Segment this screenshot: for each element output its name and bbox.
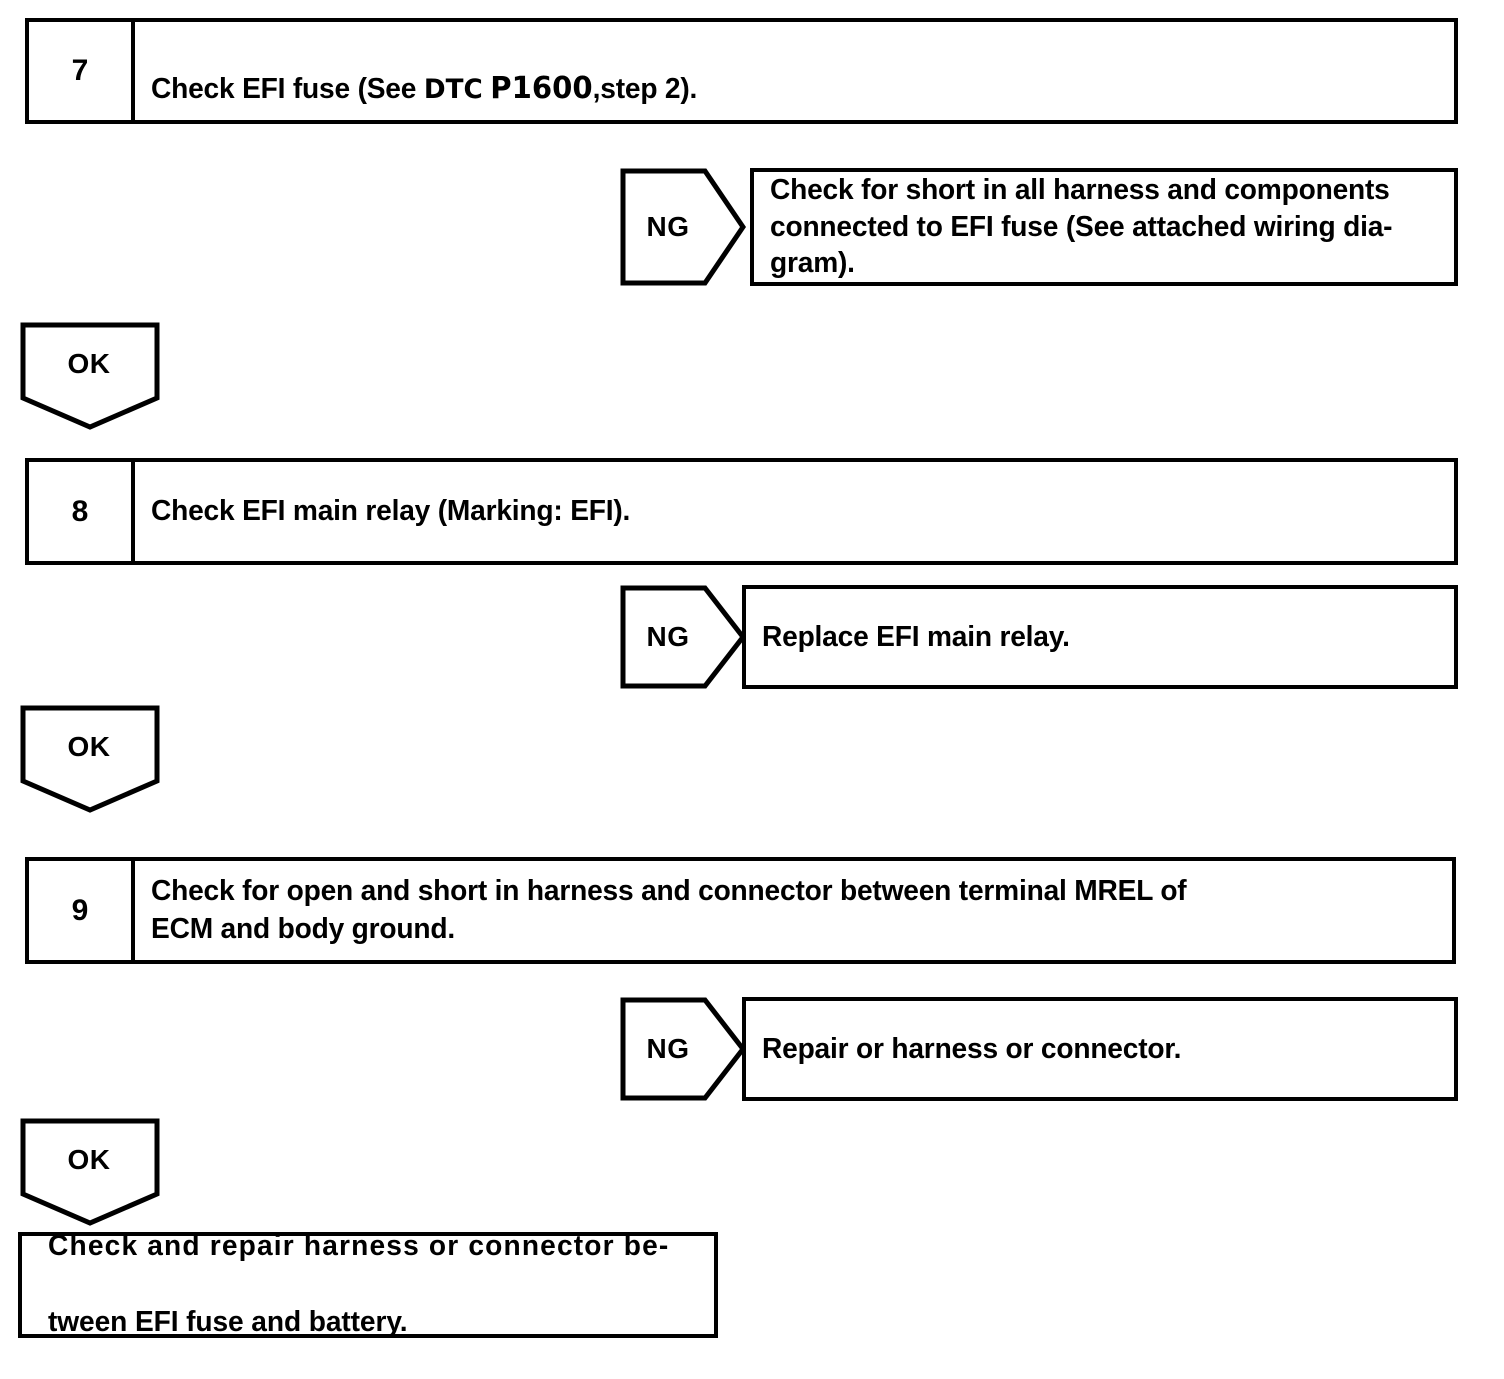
ng-action-box-2: Replace EFI main relay. xyxy=(742,585,1458,689)
step-text-7: Check EFI fuse (See DTC P1600,step 2). xyxy=(135,22,1454,120)
final-action-line-2: tween EFI fuse and battery. xyxy=(48,1305,408,1338)
final-action-box: Check and repair harness or connector be… xyxy=(18,1230,718,1338)
ng-tag-3: NG xyxy=(620,997,746,1101)
ok-connector-3: OK xyxy=(20,1118,160,1226)
step-box-9: 9 Check for open and short in harness an… xyxy=(25,857,1456,964)
step-box-7: 7 Check EFI fuse (See DTC P1600,step 2). xyxy=(25,18,1458,124)
final-action-line-1: Check and repair harness or connector be… xyxy=(48,1230,670,1263)
ng-branch-2: NG Replace EFI main relay. xyxy=(620,585,1458,689)
ng-label-1: NG xyxy=(646,211,690,242)
step-7-reference-label: DTC xyxy=(423,74,483,106)
ng-tag-1: NG xyxy=(620,168,746,286)
ng-branch-3: NG Repair or harness or connector. xyxy=(620,997,1458,1101)
ok-connector-1: OK xyxy=(20,322,160,430)
ok-connector-2: OK xyxy=(20,705,160,813)
ok-pentagon-shape xyxy=(20,705,160,813)
step-text-8: Check EFI main relay (Marking: EFI). xyxy=(135,462,1454,561)
ng-branch-1: NG Check for short in all harness and co… xyxy=(620,168,1458,286)
ng-tag-2: NG xyxy=(620,585,746,689)
ng-action-box-3: Repair or harness or connector. xyxy=(742,997,1458,1101)
ng-pentagon-shape xyxy=(620,997,746,1101)
step-7-reference-code: P1600 xyxy=(490,71,593,107)
ok-label-1: OK xyxy=(67,348,111,379)
step-7-text-prefix: Check EFI fuse (See xyxy=(151,73,424,106)
ng-action-text-3: Repair or harness or connector. xyxy=(762,1032,1182,1065)
ng-action-text-2: Replace EFI main relay. xyxy=(762,620,1070,653)
step-text-9: Check for open and short in harness and … xyxy=(135,861,1452,960)
final-action-text: Check and repair harness or connector be… xyxy=(48,1191,669,1379)
ng-pentagon-shape xyxy=(620,585,746,689)
ok-label-3: OK xyxy=(67,1144,111,1175)
step-7-text-suffix: ,step 2). xyxy=(592,73,698,106)
step-box-8: 8 Check EFI main relay (Marking: EFI). xyxy=(25,458,1458,565)
ng-pentagon-shape xyxy=(620,168,746,286)
ng-action-text-1: Check for short in all harness and compo… xyxy=(770,174,1393,280)
step-9-text: Check for open and short in harness and … xyxy=(151,875,1187,945)
ok-pentagon-shape xyxy=(20,1118,160,1226)
step-8-text: Check EFI main relay (Marking: EFI). xyxy=(151,494,631,527)
step-number-8: 8 xyxy=(29,462,135,561)
step-number-9: 9 xyxy=(29,861,135,960)
ng-action-box-1: Check for short in all harness and compo… xyxy=(750,168,1458,286)
step-number-7: 7 xyxy=(29,22,135,120)
ng-label-2: NG xyxy=(646,621,690,652)
ok-label-2: OK xyxy=(67,731,111,762)
ng-label-3: NG xyxy=(646,1033,690,1064)
ok-pentagon-shape xyxy=(20,322,160,430)
